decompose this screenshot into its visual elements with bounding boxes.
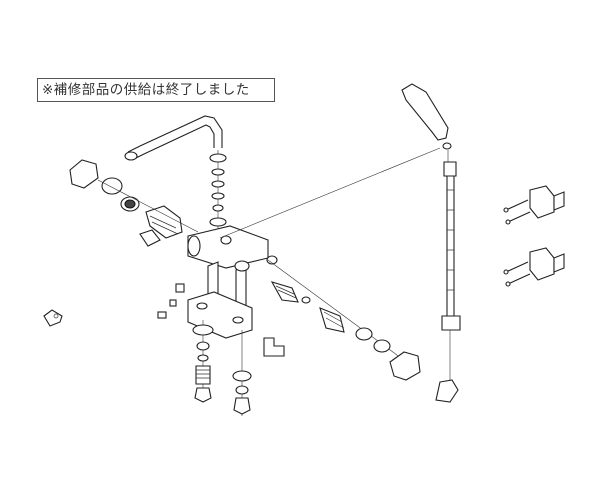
lower-fittings-left	[192, 320, 214, 403]
key-tool	[43, 309, 63, 327]
left-handle	[69, 159, 199, 247]
drain-plug	[263, 337, 285, 357]
shower-head	[219, 83, 452, 239]
right-handle	[267, 259, 421, 381]
valve-body	[187, 225, 278, 315]
discontinued-notice: ※補修部品の供給は終了しました	[37, 78, 275, 102]
wall-hooks	[503, 185, 565, 287]
spout-washers	[209, 153, 227, 227]
small-screws	[157, 283, 185, 319]
lower-fittings-right	[232, 330, 252, 416]
shower-hose	[435, 161, 461, 403]
